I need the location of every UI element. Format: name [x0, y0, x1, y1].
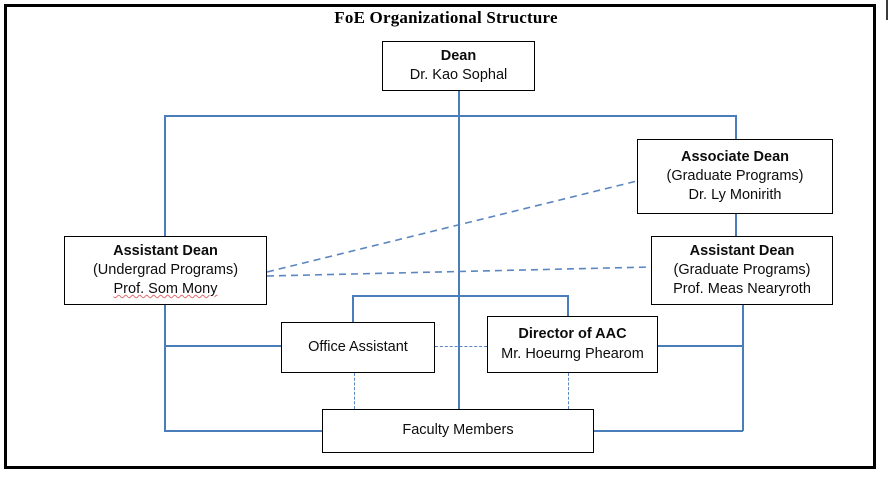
connector-right-rail-to-faculty — [594, 430, 743, 432]
connector-level2-bus — [164, 115, 736, 117]
node-assistant-dean-graduate-title: Assistant Dean — [689, 242, 795, 259]
node-dean-person: Dr. Kao Sophal — [409, 67, 508, 83]
node-director-aac-person: Mr. Hoeurng Phearom — [501, 345, 644, 362]
page-title: FoE Organizational Structure — [334, 8, 558, 27]
page-edge-marker — [886, 0, 888, 20]
connector-dean-center-spine — [458, 115, 460, 409]
connector-left-rail-to-faculty — [164, 430, 323, 432]
node-associate-dean-person: Dr. Ly Monirith — [688, 187, 782, 204]
node-office-assistant-title: Office Assistant — [308, 338, 408, 355]
node-office-assistant[interactable]: Office Assistant — [281, 322, 435, 373]
node-assistant-dean-graduate-person: Prof. Meas Nearyroth — [673, 281, 811, 298]
connector-left-rail — [164, 304, 166, 431]
connector-associate-to-assistant-grad — [735, 213, 737, 237]
page-border — [4, 4, 876, 469]
connector-left-rail-to-office-assistant — [164, 345, 281, 347]
connector-right-rail-to-director-aac — [658, 345, 743, 347]
node-associate-dean-graduate[interactable]: Associate Dean (Graduate Programs) Dr. L… — [637, 139, 833, 214]
connector-dashed-office-to-director — [435, 346, 487, 347]
node-dean-title: Dean — [440, 47, 477, 64]
node-faculty-members-title: Faculty Members — [402, 422, 514, 439]
connector-bus-to-associate-dean — [735, 115, 737, 140]
node-director-aac[interactable]: Director of AAC Mr. Hoeurng Phearom — [487, 316, 658, 373]
connector-dashed-office-to-faculty — [354, 373, 355, 409]
node-dean[interactable]: Dean Dr. Kao Sophal — [382, 41, 535, 91]
connector-branch-to-director-aac — [567, 295, 569, 316]
node-assistant-dean-graduate-scope: (Graduate Programs) — [673, 261, 811, 278]
node-assistant-dean-graduate[interactable]: Assistant Dean (Graduate Programs) Prof.… — [651, 236, 833, 305]
node-assistant-dean-undergrad[interactable]: Assistant Dean (Undergrad Programs) Prof… — [64, 236, 267, 305]
node-assistant-dean-undergrad-scope: (Undergrad Programs) — [92, 261, 239, 278]
connector-dean-stem — [458, 90, 460, 117]
connector-dashed-director-to-faculty — [568, 373, 569, 409]
node-associate-dean-scope: (Graduate Programs) — [666, 167, 804, 184]
node-faculty-members[interactable]: Faculty Members — [322, 409, 594, 453]
node-associate-dean-title: Associate Dean — [681, 148, 789, 165]
connector-bus-to-assistant-undergrad — [164, 115, 166, 237]
connector-branch-to-office-assistant — [352, 295, 354, 322]
node-assistant-dean-undergrad-person: Prof. Som Mony — [113, 281, 218, 298]
connector-right-rail — [742, 304, 744, 431]
node-director-aac-title: Director of AAC — [518, 326, 627, 343]
connector-center-branch-bus — [352, 295, 568, 297]
node-assistant-dean-undergrad-title: Assistant Dean — [113, 242, 218, 259]
